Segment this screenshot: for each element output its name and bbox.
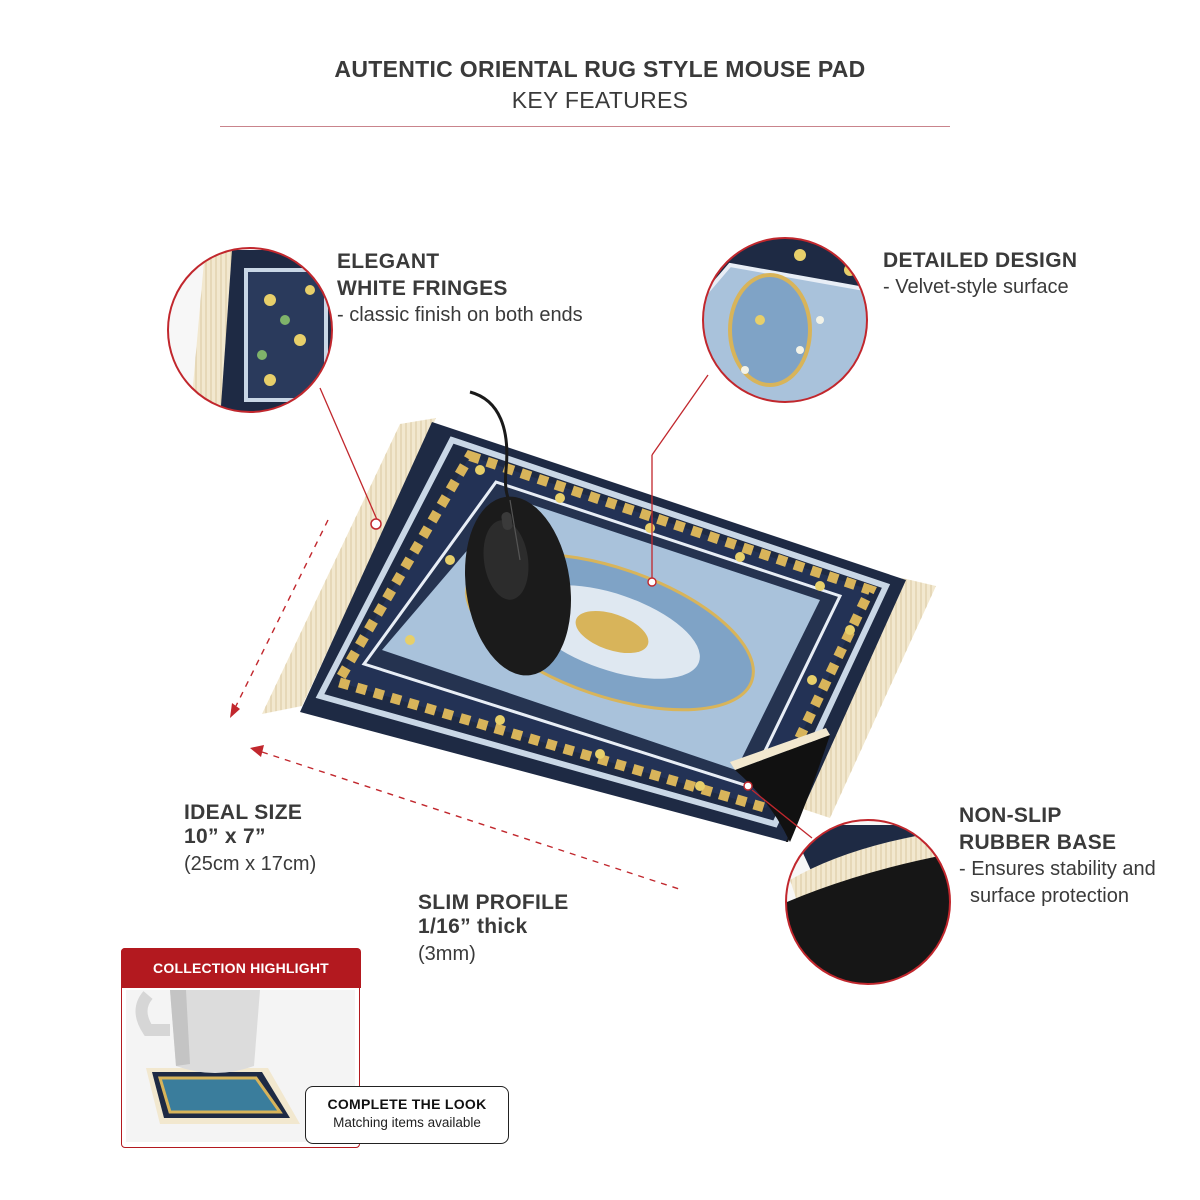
fringes-feature: ELEGANT WHITE FRINGES - classic finish o… xyxy=(337,248,583,329)
profile-metric: (3mm) xyxy=(418,943,476,965)
base-feature: NON-SLIP RUBBER BASE - Ensures stability… xyxy=(959,802,1156,910)
design-title: DETAILED DESIGN xyxy=(883,249,1078,272)
length-dimension-line xyxy=(250,745,683,891)
size-feature: IDEAL SIZE 10” x 7” (25cm x 17cm) xyxy=(184,799,316,878)
fringes-callout xyxy=(167,247,382,530)
base-title-line1: NON-SLIP xyxy=(959,804,1062,827)
base-desc-line1: - Ensures stability and xyxy=(959,858,1156,880)
design-feature: DETAILED DESIGN - Velvet-style surface xyxy=(883,247,1077,301)
profile-title: SLIM PROFILE xyxy=(418,891,569,914)
profile-feature: SLIM PROFILE 1/16” thick (3mm) xyxy=(418,889,569,968)
size-dims: 10” x 7” xyxy=(184,825,266,848)
profile-dims: 1/16” thick xyxy=(418,915,528,938)
complete-the-look-button[interactable]: COMPLETE THE LOOK Matching items availab… xyxy=(305,1086,509,1144)
fringes-desc: - classic finish on both ends xyxy=(337,304,583,326)
fringes-title-line1: ELEGANT xyxy=(337,250,440,273)
design-desc: - Velvet-style surface xyxy=(883,276,1069,298)
computer-mouse xyxy=(465,390,571,676)
size-metric: (25cm x 17cm) xyxy=(184,853,317,875)
complete-the-look-subtitle: Matching items available xyxy=(333,1115,481,1130)
fringes-title-line2: WHITE FRINGES xyxy=(337,277,508,300)
page-subtitle: KEY FEATURES xyxy=(511,87,689,113)
base-title-line2: RUBBER BASE xyxy=(959,831,1117,854)
base-callout xyxy=(751,789,951,985)
size-title: IDEAL SIZE xyxy=(184,801,303,824)
header-divider xyxy=(220,126,950,127)
page-title: AUTENTIC ORIENTAL RUG STYLE MOUSE PAD xyxy=(334,56,866,82)
collection-photo xyxy=(126,990,355,1142)
width-dimension-line xyxy=(230,519,329,718)
collection-badge: COLLECTION HIGHLIGHT xyxy=(121,948,361,988)
design-callout xyxy=(647,237,868,587)
base-desc-line2: surface protection xyxy=(970,885,1129,907)
complete-the-look-title: COMPLETE THE LOOK xyxy=(327,1096,487,1112)
rug-mouse-pad xyxy=(262,418,936,842)
